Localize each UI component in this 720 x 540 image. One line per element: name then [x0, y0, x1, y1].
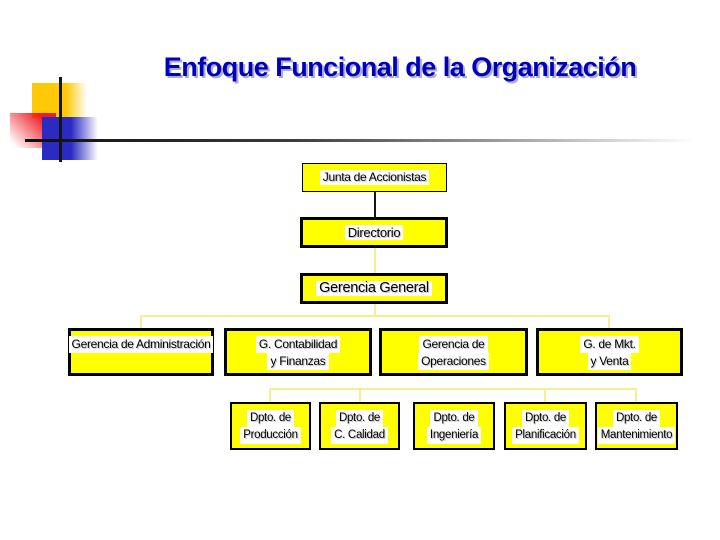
node-label-line2: Planificación [512, 427, 579, 444]
node-label-line1: Dpto. de [335, 410, 384, 427]
node-label: Gerencia General [316, 281, 432, 296]
org-node-dpto-planificacion: Dpto. de Planificación [504, 402, 587, 450]
connector-level3-stub-planificacion [544, 388, 546, 403]
connector-directorio-gerencia [374, 248, 376, 273]
org-node-gerencia-operaciones: Gerencia de Operaciones [379, 328, 528, 376]
org-node-junta-de-accionistas: Junta de Accionistas [302, 163, 447, 192]
node-label-line2: y Finanzas [267, 353, 329, 370]
connector-level3-stub-produccion [269, 388, 271, 403]
node-label-line1: Gerencia de [419, 336, 488, 353]
connector-level3-horizontal [269, 388, 637, 390]
node-label-line2: Producción [240, 427, 301, 444]
node-label-line1: Dpto. de [246, 410, 295, 427]
node-label-line1: G. Contabilidad [255, 336, 341, 353]
node-label: Gerencia de Administración [68, 336, 214, 353]
node-label-line1: Dpto. de [521, 410, 570, 427]
slide-title: Enfoque Funcional de la Organización [163, 52, 637, 82]
org-node-dpto-ingenieria: Dpto. de Ingeniería [413, 402, 495, 450]
org-node-directorio: Directorio [300, 217, 448, 248]
node-label: Directorio [344, 225, 404, 240]
node-label-line1: G. de Mkt. [580, 336, 639, 353]
node-label-line2: C. Calidad [331, 427, 388, 444]
org-node-dpto-mantenimiento: Dpto. de Mantenimiento [595, 402, 678, 450]
org-node-gerencia-administracion: Gerencia de Administración [68, 328, 214, 376]
org-node-gerencia-general: Gerencia General [300, 273, 448, 304]
connector-level2-right-elbow [608, 315, 610, 329]
node-label-line2: Operaciones [418, 353, 489, 370]
org-node-dpto-calidad: Dpto. de C. Calidad [319, 402, 400, 450]
node-label-line1: Dpto. de [430, 410, 478, 427]
node-label-line1: Dpto. de [612, 410, 661, 427]
connector-level2-horizontal [140, 315, 610, 317]
connector-gerencia-drop [374, 304, 376, 316]
node-label: Junta de Accionistas [319, 170, 430, 185]
connector-junta-directorio [374, 192, 376, 217]
accent-vertical-line [59, 77, 62, 162]
org-node-mkt-venta: G. de Mkt. y Venta [536, 328, 683, 376]
node-label-line2: y Venta [587, 353, 632, 370]
accent-square-blue [42, 117, 98, 160]
accent-horizontal-rule [25, 139, 695, 142]
connector-level3-stub-calidad [359, 388, 361, 403]
org-node-contabilidad-finanzas: G. Contabilidad y Finanzas [224, 328, 372, 376]
node-label-line2: Ingeniería [426, 427, 482, 444]
node-label-line2: Mantenimiento [597, 427, 676, 444]
org-node-dpto-produccion: Dpto. de Producción [230, 402, 311, 450]
connector-level2-left-elbow [140, 315, 142, 329]
connector-level3-stub-mantenimiento [635, 388, 637, 403]
